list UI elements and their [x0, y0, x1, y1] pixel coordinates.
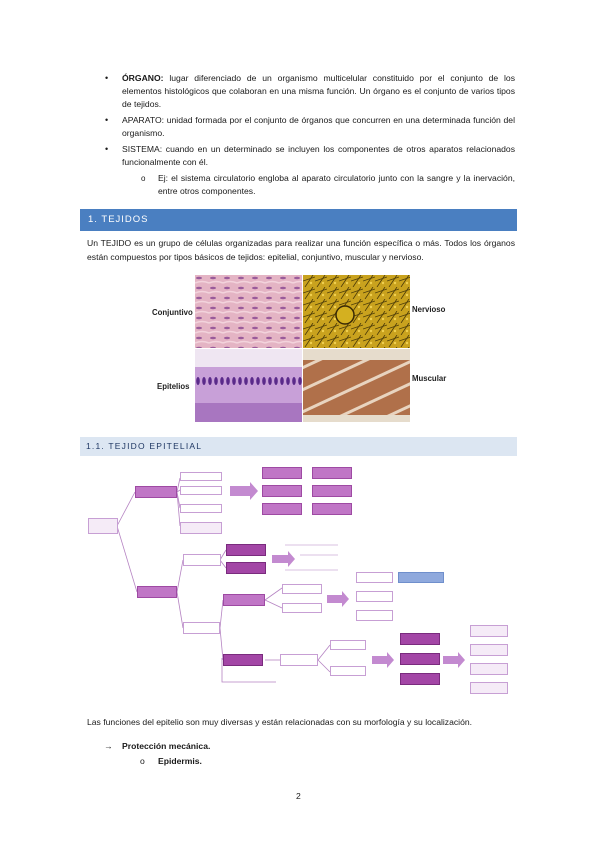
diagram-node [330, 640, 366, 650]
section-title: 1. TEJIDOS [88, 214, 149, 225]
diagram-node [226, 562, 266, 574]
diagram-node [282, 584, 322, 594]
diagram-node [470, 644, 508, 656]
arrow-bullet: → [104, 741, 113, 751]
term-aparato: APARATO: [122, 115, 165, 125]
diagram-node [312, 467, 352, 479]
diagram-node [280, 654, 318, 666]
intro-paragraph: Un TEJIDO es un grupo de células organiz… [87, 238, 515, 262]
diagram-node [470, 663, 508, 675]
diagram-node [183, 554, 221, 566]
diagram-node [180, 486, 222, 495]
label-epitelios: Epitelios [157, 382, 190, 391]
subsection-title: 1.1. TEJIDO EPITELIAL [86, 441, 203, 451]
label-muscular: Muscular [412, 374, 447, 383]
diagram-node [223, 654, 263, 666]
diagram-node [223, 594, 265, 606]
diagram-connectors [116, 477, 465, 683]
subsection-heading-tejido-epitelial: 1.1. TEJIDO EPITELIAL [80, 437, 517, 456]
diagram-node [356, 610, 393, 621]
label-nervioso: Nervioso [412, 305, 446, 314]
diagram-node [282, 603, 322, 613]
diagram-node [330, 666, 366, 676]
diagram-node [180, 472, 222, 481]
diagram-node [180, 504, 222, 513]
diagram-node [183, 622, 220, 634]
diagram-node [180, 522, 222, 534]
epithelium-classification-diagram [80, 460, 520, 705]
diagram-node [398, 572, 444, 583]
bullet-sistema: • SISTEMA: cuando en un determinado se i… [105, 143, 515, 169]
diagram-node [470, 682, 508, 694]
term-sistema: SISTEMA: [122, 144, 163, 154]
diagram-node [312, 485, 352, 497]
bullet-dot: • [105, 144, 109, 154]
micrograph-image [195, 275, 410, 422]
sub-bullet-marker: o [141, 174, 146, 183]
section-heading-tejidos: 1. TEJIDOS [80, 209, 517, 231]
definition-organo: lugar diferenciado de un organismo multi… [122, 73, 515, 109]
functions-paragraph: Las funciones del epitelio son muy diver… [87, 717, 473, 727]
diagram-node [262, 485, 302, 497]
diagram-node [356, 591, 393, 602]
diagram-node-level1-bottom [137, 586, 177, 598]
label-conjuntivo: Conjuntivo [152, 308, 193, 317]
diagram-node [312, 503, 352, 515]
page-number: 2 [296, 791, 301, 801]
definition-aparato: unidad formada por el conjunto de órgano… [122, 115, 515, 138]
bullet-dot: • [105, 73, 109, 83]
sub-bullet-example: o Ej: el sistema circulatorio engloba al… [141, 172, 515, 198]
tissue-micrograph-figure [195, 275, 410, 422]
diagram-node-root [88, 518, 118, 534]
bullet-aparato: • APARATO: unidad formada por el conjunt… [105, 114, 515, 140]
diagram-node [226, 544, 266, 556]
diagram-node [400, 633, 440, 645]
diagram-node [262, 467, 302, 479]
definition-sistema: cuando en un determinado se incluyen los… [122, 144, 515, 167]
bullet-organo: • ÓRGANO: lugar diferenciado de un organ… [105, 72, 515, 111]
bullet-dot: • [105, 115, 109, 125]
diagram-node [400, 653, 440, 665]
diagram-node [356, 572, 393, 583]
diagram-node-level1-top [135, 486, 177, 498]
diagram-node [470, 625, 508, 637]
function-item-proteccion: Protección mecánica. [122, 741, 211, 751]
example-text: Ej: el sistema circulatorio engloba al a… [158, 173, 515, 196]
diagram-node [262, 503, 302, 515]
function-subitem-epidermis: Epidermis. [158, 756, 202, 766]
sub-bullet-marker: o [140, 756, 145, 766]
diagram-node [400, 673, 440, 685]
term-organo: ÓRGANO: [122, 73, 164, 83]
